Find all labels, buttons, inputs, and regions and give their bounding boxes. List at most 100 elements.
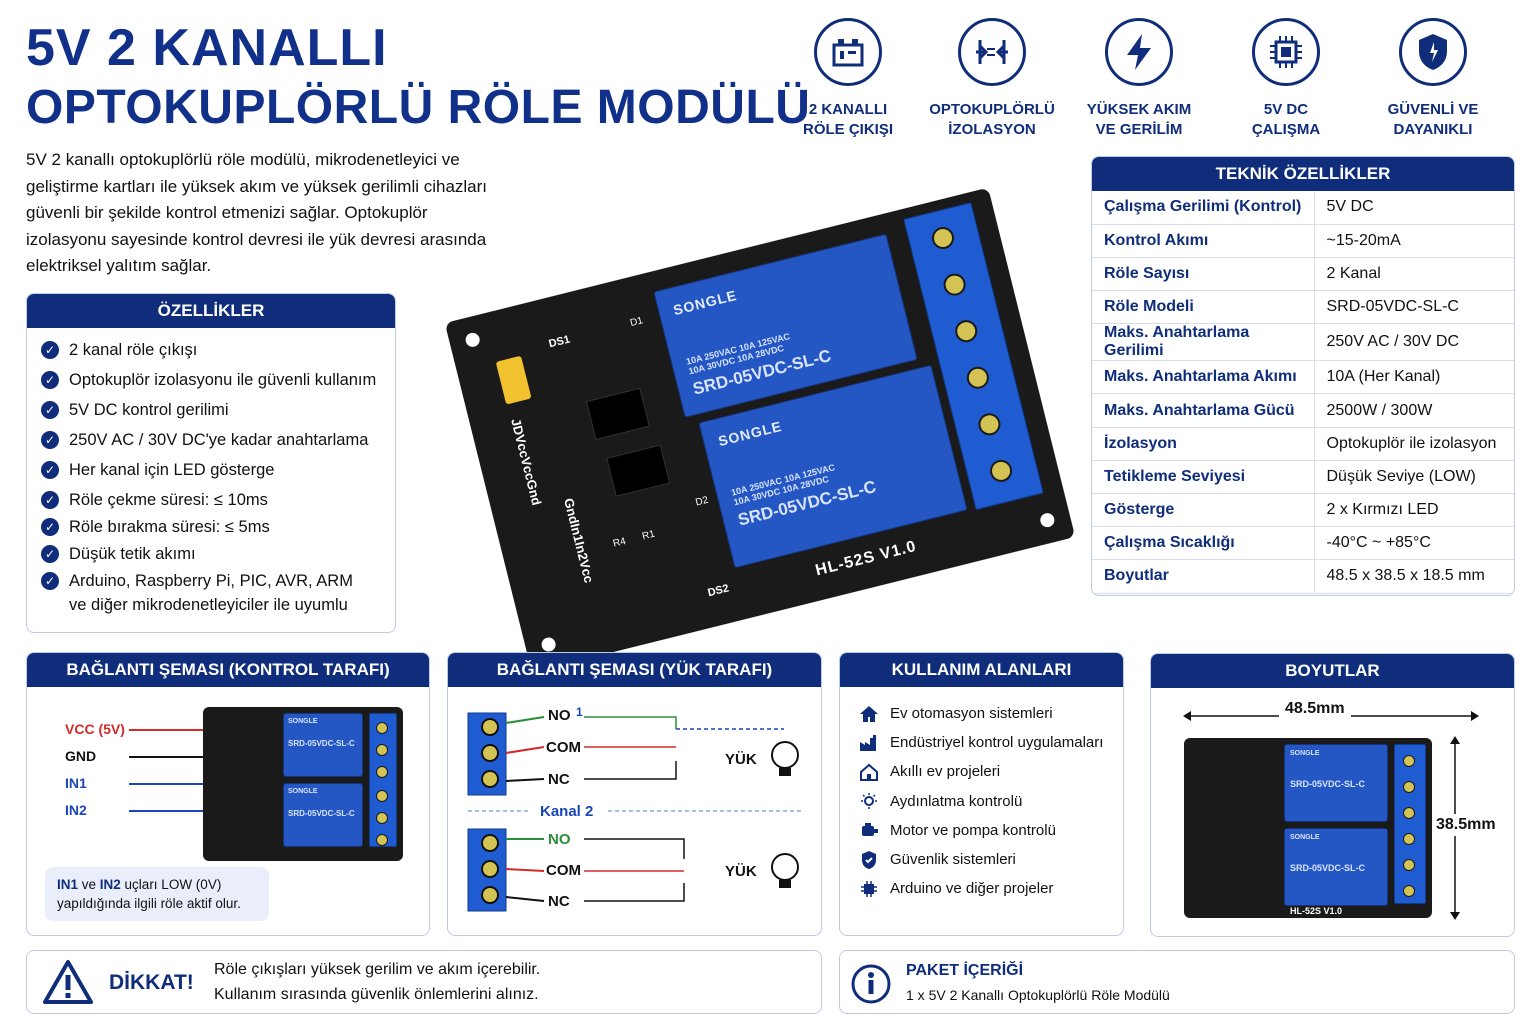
check-icon: ✓ [41,518,59,536]
list-item: Motor ve pompa kontrolü [858,816,1107,845]
channel-2-label: Kanal 2 [540,803,594,820]
channel-1-marker: 1 [576,705,583,719]
width-label: 48.5mm [1279,700,1351,718]
list-item: ✓Optokuplör izolasyonu ile güvenli kulla… [41,370,383,390]
smart-home-icon [858,762,880,782]
nc-label-1: NC [548,771,570,788]
feature-relay-line2: RÖLE ÇIKIŞI [802,121,893,138]
screw-terminal [952,317,980,345]
screw-terminal-block [1394,744,1426,904]
load-label-1: YÜK [725,751,757,768]
pcb-board: JDVccVccGnd GndIn1In2Vcc DS1 DS2 D1 D2 R… [444,187,1076,673]
feature-safe: GÜVENLİ VE DAYANIKLI [1363,18,1503,140]
load-wiring-panel: BAĞLANTI ŞEMASI (YÜK TARAFI) NO 1 COM NC… [447,652,822,936]
table-row: Çalışma Sıcaklığı-40°C ~ +85°C [1092,526,1514,561]
bulb-icon [771,741,799,776]
spec-key: Maks. Anahtarlama Gerilimi [1092,323,1315,362]
features-list: ✓2 kanal röle çıkışı ✓Optokuplör izolasy… [27,328,395,615]
package-text: 1 x 5V 2 Kanallı Optokuplörlü Röle Modül… [906,987,1170,1003]
relay-model: SRD-05VDC-SL-C [1290,779,1366,789]
no-label-1: NO [548,707,571,724]
intro-text: 5V 2 kanallı optokuplörlü röle modülü, m… [26,150,488,275]
spec-value: 2 Kanal [1314,257,1514,292]
note-in2: IN2 [99,877,121,892]
spec-value: ~15-20mA [1314,224,1514,258]
height-label: 38.5mm [1436,814,1496,836]
check-icon: ✓ [41,371,59,389]
check-icon: ✓ [41,461,59,479]
light-icon [858,791,880,811]
com-label-1: COM [546,739,581,756]
feature-opto-line1: OPTOKUPLÖRLÜ [929,101,1055,118]
mount-hole [1038,511,1056,529]
feature-high-current: YÜKSEK AKIM VE GERİLİM [1069,18,1209,140]
feature-5v-line1: 5V DC [1263,101,1309,118]
control-wiring-panel: BAĞLANTI ŞEMASI (KONTROL TARAFI) VCC (5V… [26,652,430,936]
list-item-continued: ve diğer mikrodenetleyiciler ile uyumlu [69,596,348,614]
bulb-icon [771,853,799,888]
info-icon [851,964,891,1004]
feature-current-line1: YÜKSEK AKIM [1086,101,1192,118]
spec-value: 10A (Her Kanal) [1314,360,1514,395]
list-item: Akıllı ev projeleri [858,757,1107,786]
pins-top-label: JDVccVccGnd [508,416,545,507]
note-text: yapıldığında ilgili röle aktif olur. [57,896,241,911]
spec-key: Çalışma Sıcaklığı [1092,526,1315,561]
chip-icon [1270,36,1302,68]
optocoupler-chip [606,444,671,497]
pins-bottom-label: GndIn1In2Vcc [561,496,597,585]
usage-title: KULLANIM ALANLARI [840,653,1123,687]
features-title: ÖZELLİKLER [27,294,395,328]
relay-model: SRD-05VDC-SL-C [288,739,355,748]
screw-terminal-block [369,713,397,847]
no-label-2: NO [548,831,571,848]
page-title-line1: 5V 2 KANALLI [26,19,388,77]
check-icon: ✓ [41,491,59,509]
spec-key: Röle Sayısı [1092,257,1315,292]
spec-key: Röle Modeli [1092,290,1315,325]
check-icon: ✓ [41,572,59,590]
usage-panel: KULLANIM ALANLARI Ev otomasyon sistemler… [839,652,1124,936]
spec-key: Çalışma Gerilimi (Kontrol) [1092,191,1315,225]
spec-value: Optokuplör ile izolasyon [1314,427,1514,461]
board-name: HL-52S V1.0 [1290,906,1343,916]
spec-key: Maks. Anahtarlama Gücü [1092,393,1315,428]
list-item: ✓2 kanal röle çıkışı [41,340,383,360]
factory-icon [858,733,880,753]
spec-key: Gösterge [1092,493,1315,528]
motor-icon [858,820,880,840]
feature-safe-line1: GÜVENLİ VE [1387,101,1479,118]
shield-icon [858,850,880,870]
feature-5v-line2: ÇALIŞMA [1251,121,1321,138]
list-item: ✓250V AC / 30V DC'ye kadar anahtarlama [41,430,383,450]
in2-label: IN2 [65,802,87,818]
table-row: Kontrol Akımı~15-20mA [1092,224,1514,258]
feature-opto-line2: İZOLASYON [948,121,1036,138]
table-row: Çalışma Gerilimi (Kontrol)5V DC [1092,191,1514,225]
list-item: ✓Röle bırakma süresi: ≤ 5ms [41,517,383,537]
usage-list: Ev otomasyon sistemleri Endüstriyel kont… [840,687,1123,903]
relay-module-image: JDVccVccGnd GndIn1In2Vcc DS1 DS2 D1 D2 R… [444,170,1076,673]
lightning-icon [1127,34,1151,70]
list-item: Aydınlatma kontrolü [858,787,1107,816]
spec-value: 48.5 x 38.5 x 18.5 mm [1314,559,1514,594]
warning-panel: DİKKAT! Röle çıkışları yüksek gerilim ve… [26,950,822,1014]
d1-label: D1 [629,315,645,330]
optocoupler-chip [585,387,650,441]
relay-brand: SONGLE [671,286,739,319]
spec-key: Kontrol Akımı [1092,224,1315,258]
list-item: ✓5V DC kontrol gerilimi [41,400,383,420]
feature-current-line2: VE GERİLİM [1095,121,1183,138]
list-item: ✓Düşük tetik akımı [41,544,383,564]
page-title-line2: OPTOKUPLÖRLÜ RÖLE MODÜLÜ [26,81,811,134]
note-in1: IN1 [57,877,79,892]
